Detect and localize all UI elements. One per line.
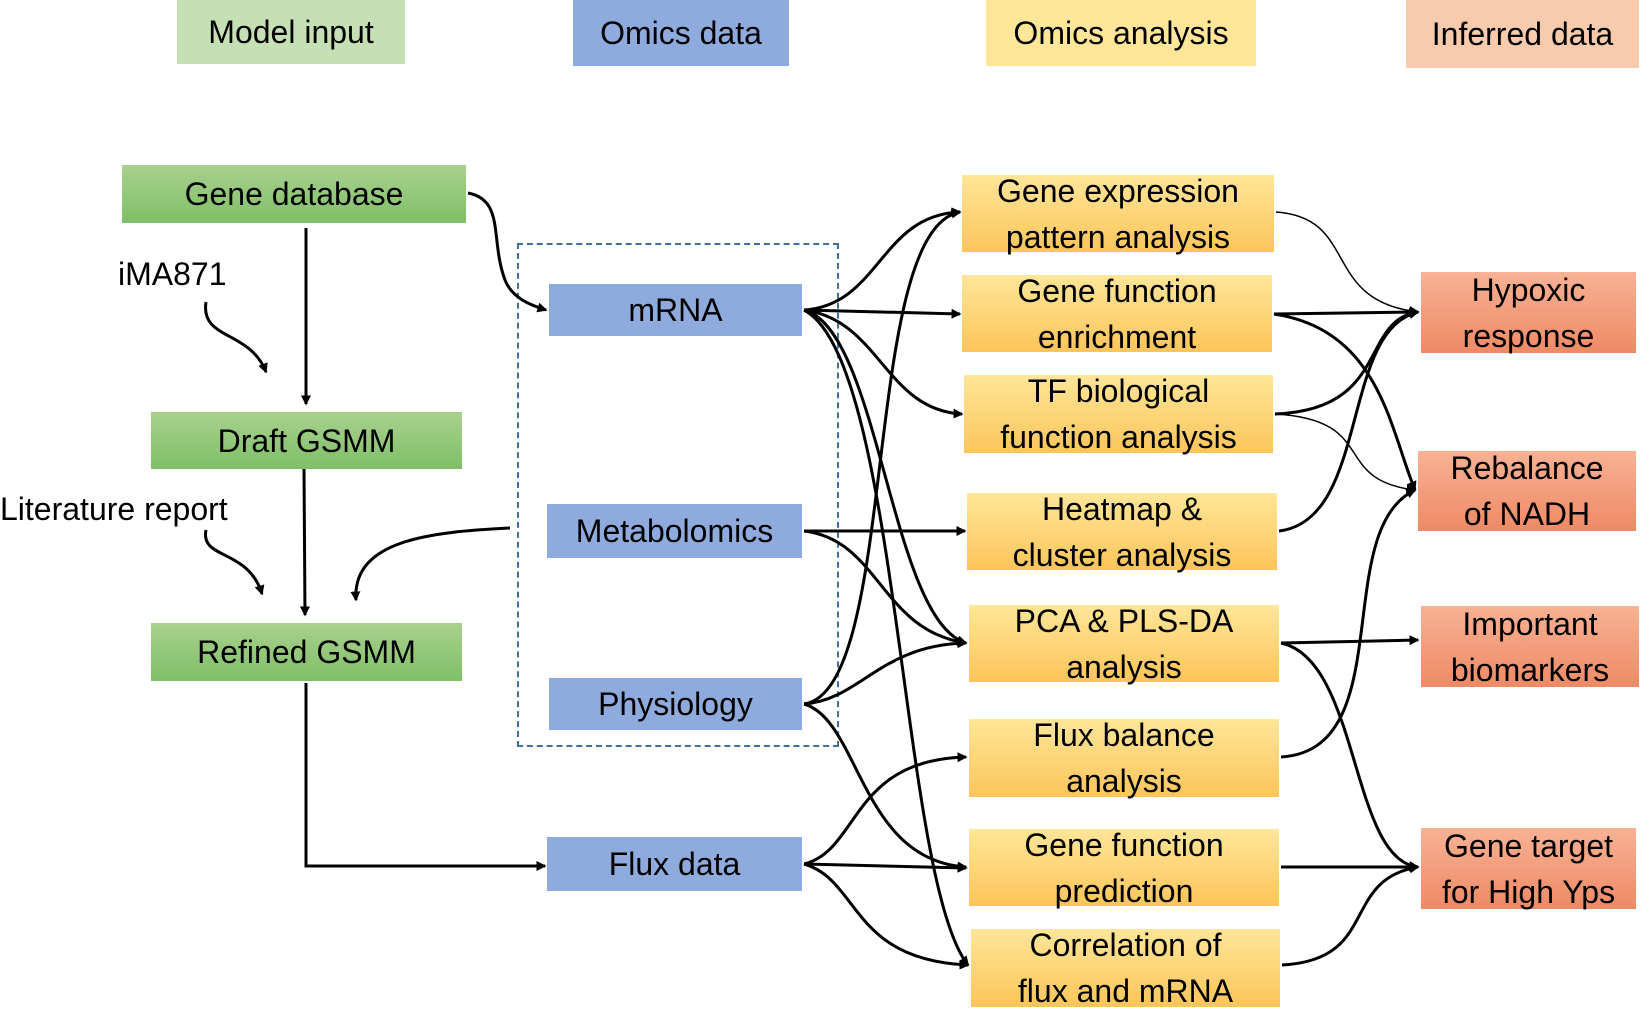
arrow-tf-to-hypoxic	[1274, 308, 1420, 416]
arrow-dashed-to-refined	[350, 526, 511, 602]
arrow-heatmap-to-hypoxic	[1278, 309, 1420, 533]
arrow-pca-to-gene-target	[1280, 641, 1420, 872]
arrow-draft-to-refined	[299, 468, 310, 617]
arrow-flux-to-correlation	[803, 862, 970, 970]
arrow-flux-balance-to-nadh	[1280, 488, 1417, 759]
header-omics-analysis: Omics analysis	[986, 0, 1256, 66]
gene-function-prediction-node: Gene function prediction	[969, 827, 1279, 909]
gene-function-enrichment-node: Gene function enrichment	[962, 273, 1272, 355]
arrow-physiology-to-gene-expression	[803, 208, 962, 706]
arrow-physiology-to-pca	[803, 638, 968, 706]
arrow-mrna-to-correlation	[803, 308, 970, 967]
pca-plsda-node: PCA & PLS-DA analysis	[969, 603, 1279, 685]
rebalance-nadh-node: Rebalance of NADH	[1418, 450, 1636, 532]
gene-database-node: Gene database	[122, 165, 466, 223]
refined-gsmm-node: Refined GSMM	[151, 623, 462, 681]
arrow-mrna-to-gene-expression	[803, 207, 962, 312]
gene-target-node: Gene target for High Yps	[1421, 828, 1636, 910]
metabolomics-node: Metabolomics	[547, 504, 802, 558]
header-omics-data: Omics data	[573, 0, 789, 66]
arrow-flux-to-prediction	[803, 862, 968, 873]
hypoxic-response-node: Hypoxic response	[1421, 272, 1636, 354]
arrow-tf-to-nadh	[1274, 413, 1417, 494]
draft-gsmm-node: Draft GSMM	[151, 412, 462, 469]
header-model-input: Model input	[177, 0, 405, 64]
flux-balance-analysis-node: Flux balance analysis	[969, 717, 1279, 799]
arrow-enrichment-to-nadh	[1273, 312, 1417, 492]
arrow-ima871	[204, 301, 268, 374]
arrow-mrna-to-tf	[803, 308, 964, 419]
arrow-refined-to-flux	[304, 683, 547, 871]
arrow-physiology-to-prediction	[803, 702, 968, 872]
arrow-correlation-to-gene-target	[1281, 863, 1420, 967]
arrow-mrna-to-pca	[803, 308, 968, 646]
ima871-label: iMA871	[118, 256, 227, 292]
tf-biological-function-node: TF biological function analysis	[964, 373, 1273, 455]
literature-report-label: Literature report	[0, 491, 228, 527]
arrow-gene-expression-to-hypoxic	[1275, 211, 1420, 316]
physiology-node: Physiology	[549, 678, 802, 730]
heatmap-cluster-node: Heatmap & cluster analysis	[967, 491, 1277, 573]
arrow-enrichment-to-hypoxic	[1273, 307, 1420, 318]
gene-expression-analysis-node: Gene expression pattern analysis	[962, 173, 1274, 255]
arrow-gene-db-to-mrna	[467, 191, 548, 313]
arrow-flux-to-flux-balance	[803, 752, 968, 866]
header-inferred-data: Inferred data	[1406, 0, 1639, 68]
omics-data-group	[517, 243, 839, 747]
arrow-pca-to-biomarkers	[1280, 635, 1420, 646]
arrow-literature	[204, 529, 265, 596]
mrna-node: mRNA	[549, 284, 802, 336]
flux-data-node: Flux data	[547, 837, 802, 891]
important-biomarkers-node: Important biomarkers	[1421, 606, 1639, 688]
arrow-metabolomics-to-pca	[803, 529, 968, 647]
correlation-flux-mrna-node: Correlation of flux and mRNA	[971, 927, 1280, 1009]
arrow-mrna-to-enrichment	[803, 308, 962, 319]
